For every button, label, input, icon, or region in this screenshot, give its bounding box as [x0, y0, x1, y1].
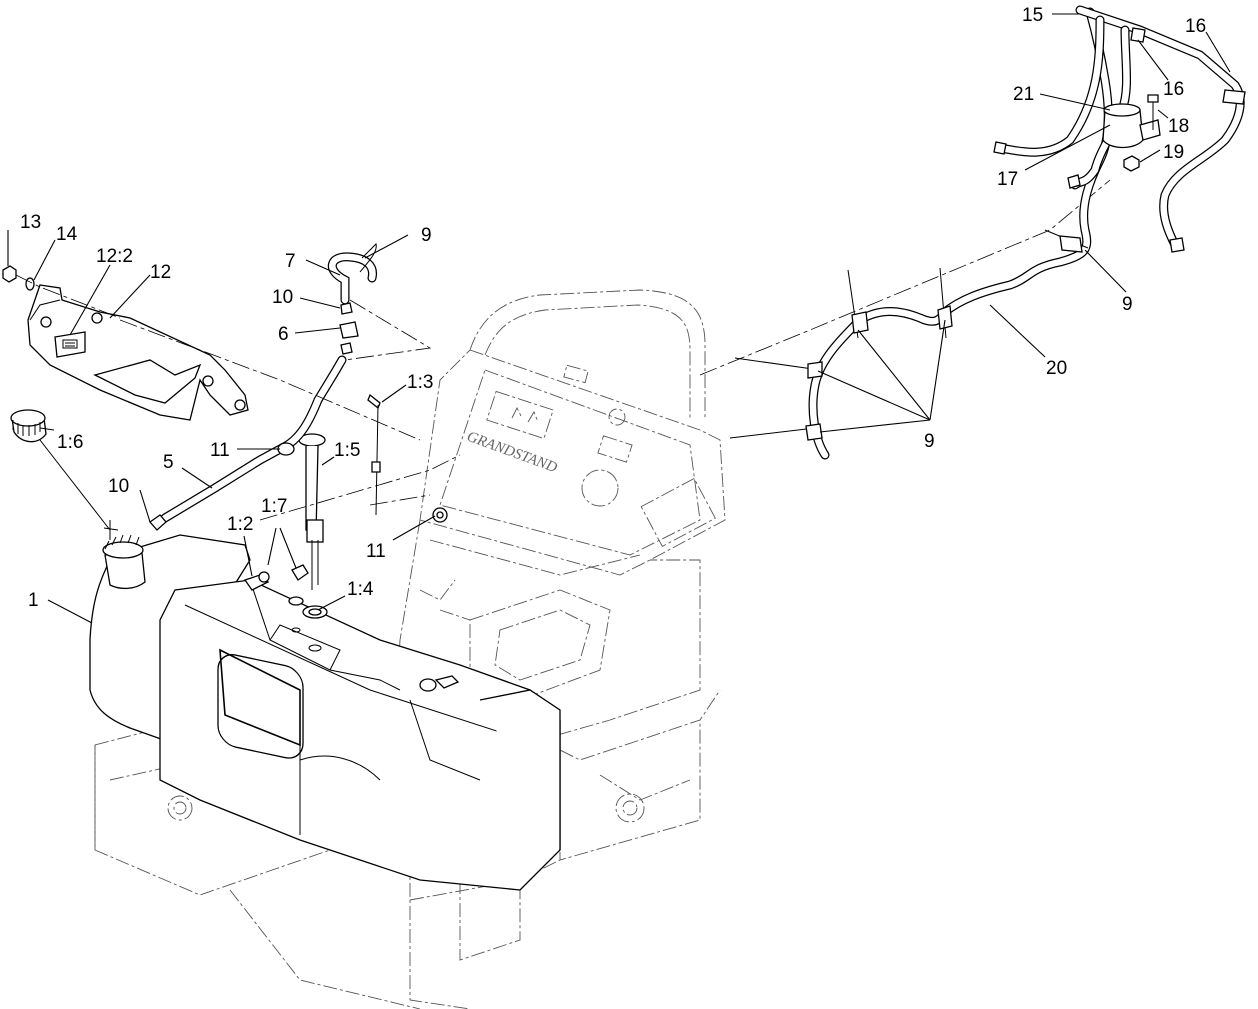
callout-16-mid: 16	[1163, 79, 1184, 100]
callout-15: 15	[1022, 5, 1043, 26]
callout-9-bottom: 9	[924, 431, 935, 452]
callout-1-4: 1:4	[347, 579, 374, 600]
callout-1-6: 1:6	[57, 432, 83, 453]
callout-1: 1	[28, 590, 39, 611]
routing-lines	[119, 179, 1111, 521]
vent-rod	[367, 393, 381, 516]
callout-19: 19	[1163, 142, 1184, 163]
fuel-sender	[291, 433, 326, 590]
vent-hose-assembly-right	[729, 5, 1246, 460]
callout-labels: 13 14 12:2 12 7 9 10 6 1:3 1:6 11 1:5 5 …	[20, 5, 1206, 611]
callout-1-2: 1:2	[227, 514, 253, 535]
callout-17: 17	[997, 169, 1018, 190]
fuel-cap	[10, 409, 119, 540]
callout-9-right: 9	[1122, 294, 1133, 315]
callout-5: 5	[163, 452, 174, 473]
callout-21: 21	[1013, 84, 1034, 105]
leader-lines	[7, 13, 1231, 624]
callout-20: 20	[1046, 358, 1067, 379]
callout-1-3: 1:3	[407, 372, 433, 393]
bracket-plate	[27, 284, 249, 421]
callout-18: 18	[1168, 116, 1189, 137]
callout-14: 14	[56, 224, 78, 245]
callout-1-7: 1:7	[261, 496, 287, 517]
callout-10-upper: 10	[272, 287, 293, 308]
callout-13: 13	[20, 212, 41, 233]
callout-11-left: 11	[210, 440, 230, 461]
bolt-and-washer	[2, 265, 121, 319]
callout-16-top: 16	[1185, 16, 1206, 37]
fuel-tank	[89, 534, 561, 891]
callout-1-5: 1:5	[334, 440, 360, 461]
callout-7: 7	[285, 251, 296, 272]
callout-6: 6	[278, 324, 289, 345]
callout-10-lower: 10	[108, 476, 129, 497]
callout-12: 12	[150, 262, 171, 283]
callout-11-right: 11	[366, 541, 386, 562]
callout-12-2: 12:2	[96, 246, 133, 267]
machine-frame-phantom: GRANDSTAND	[94, 289, 726, 1009]
callout-9-top: 9	[421, 225, 432, 246]
